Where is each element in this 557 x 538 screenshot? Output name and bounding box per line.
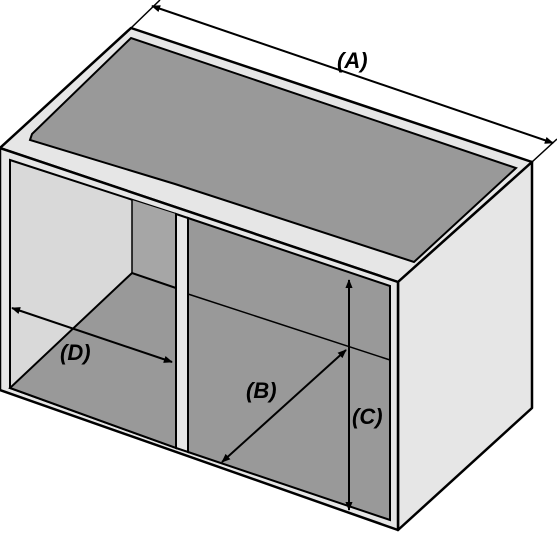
label-b: (B) xyxy=(246,378,277,403)
label-d: (D) xyxy=(60,340,91,365)
right-compartment-shelf-line xyxy=(187,293,391,361)
label-c: (C) xyxy=(352,404,383,429)
center-divider xyxy=(175,212,189,454)
dimension-b-arrow xyxy=(221,349,347,463)
label-a: (A) xyxy=(337,48,368,73)
dimension-d-arrow xyxy=(11,307,173,363)
dimension-a-arrow xyxy=(151,5,554,144)
